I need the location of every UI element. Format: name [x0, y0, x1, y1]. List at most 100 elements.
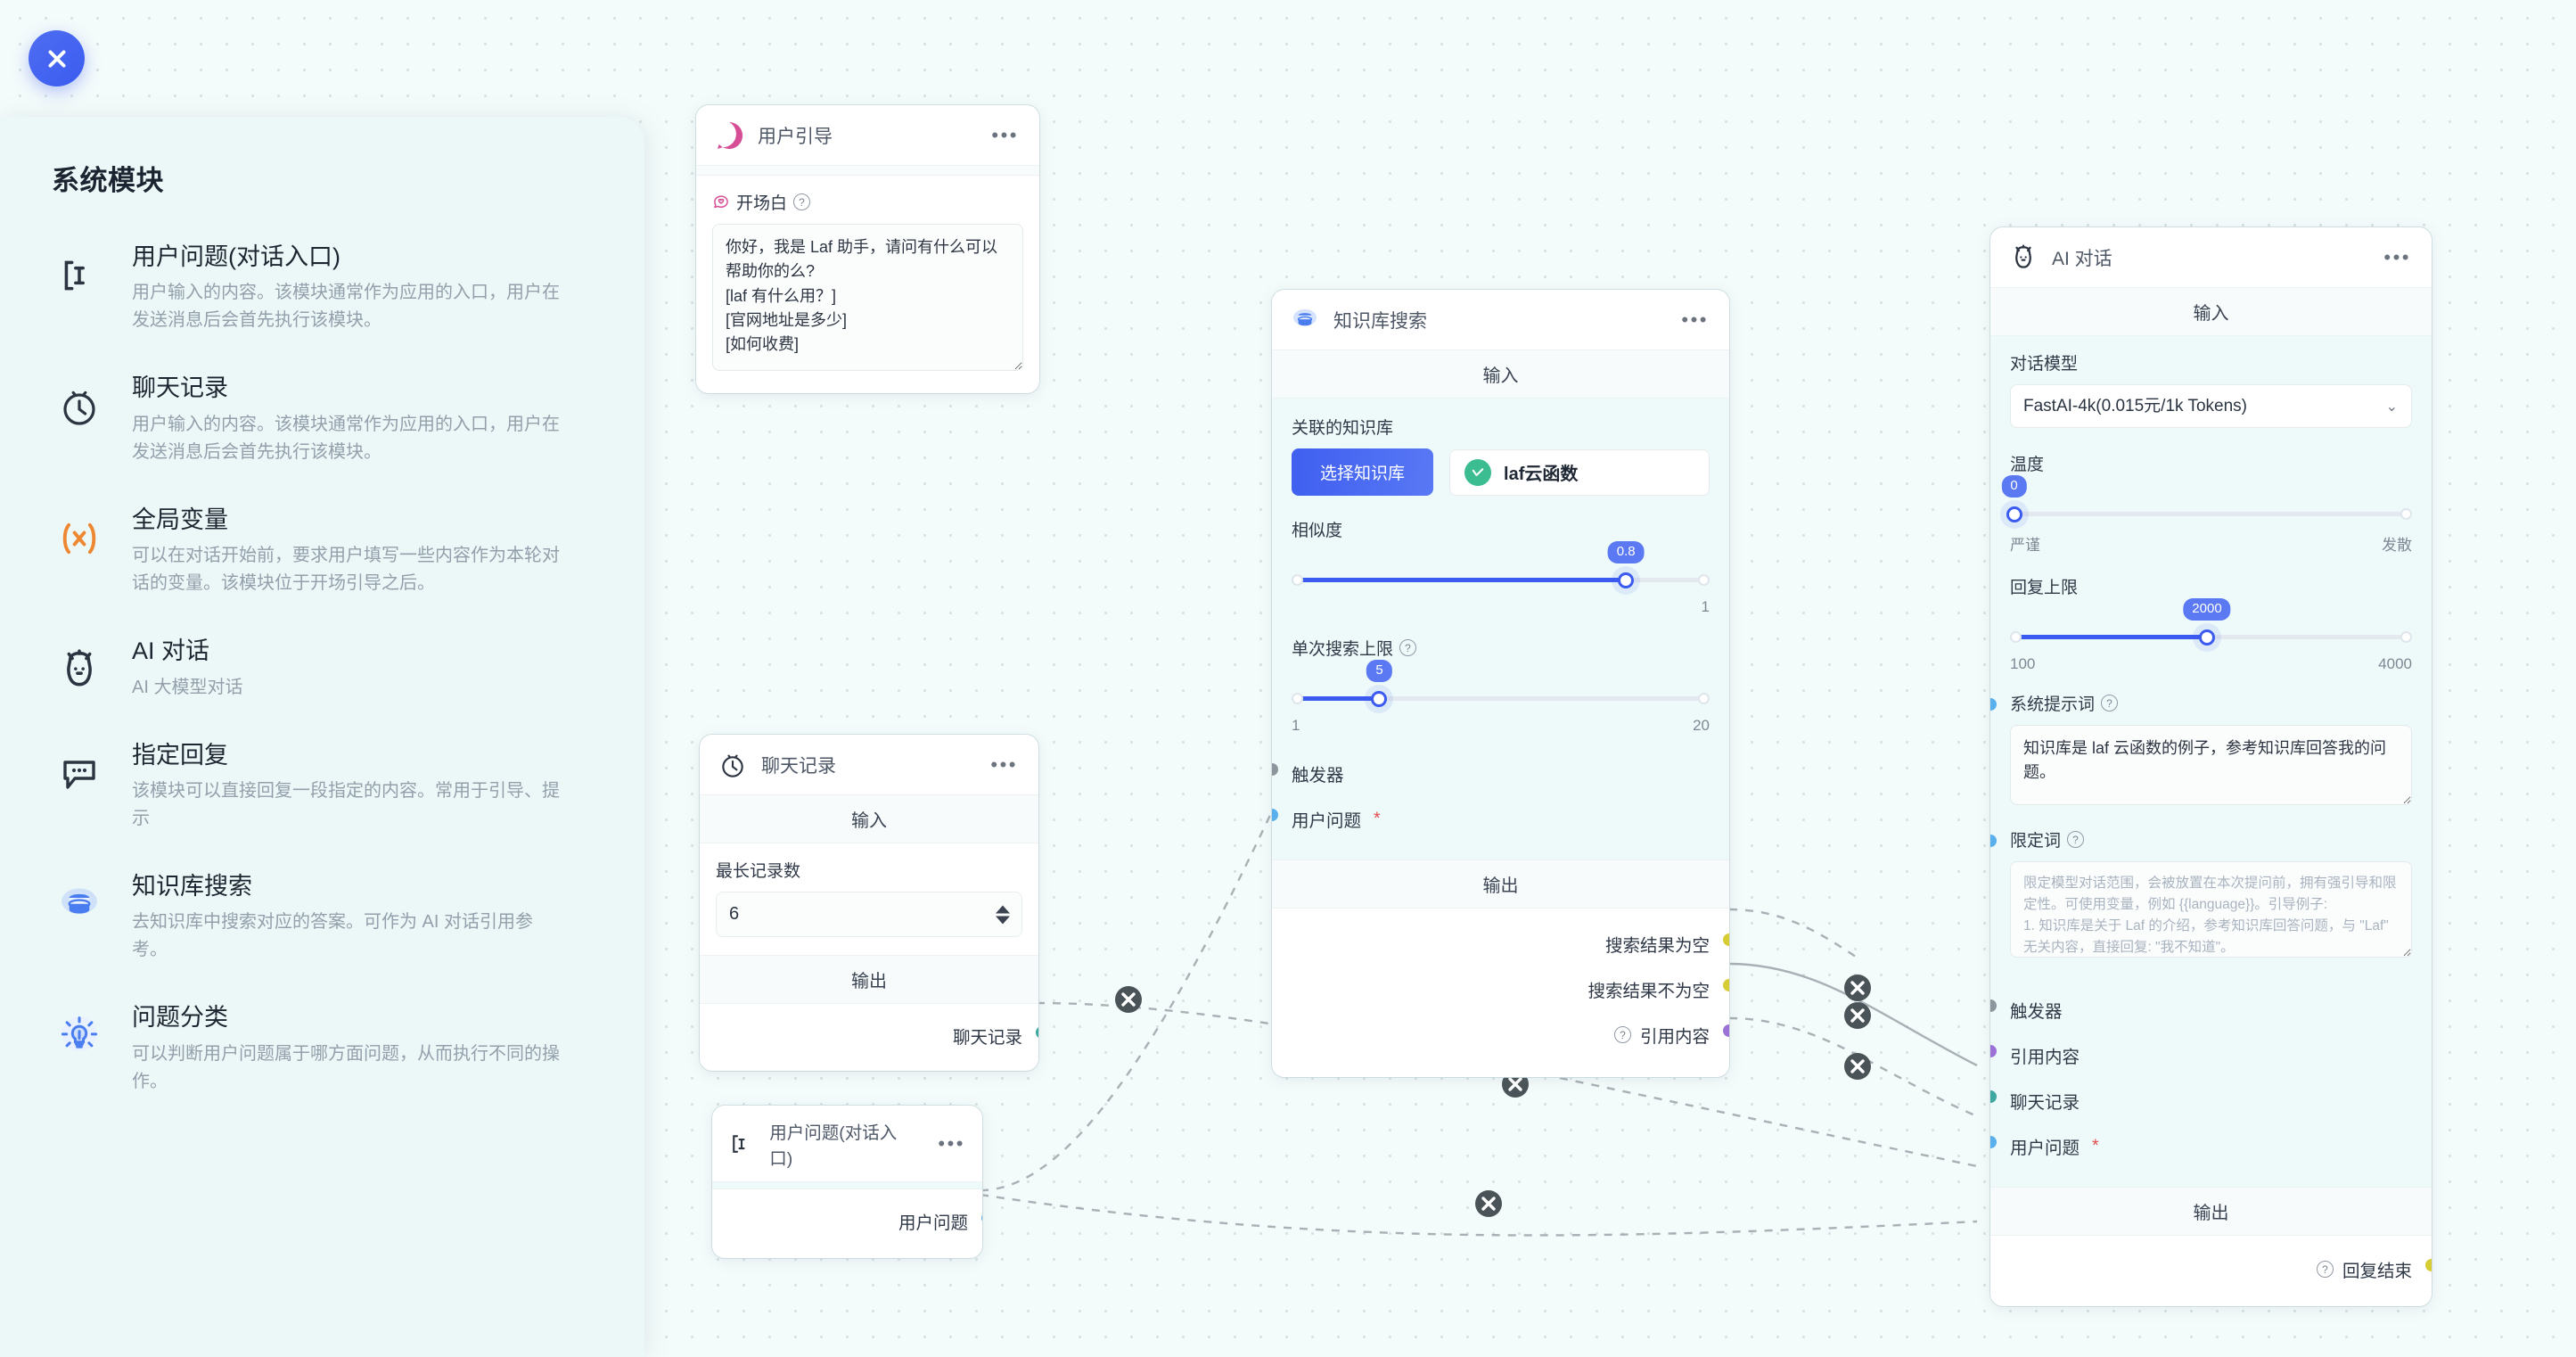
output-port-row[interactable]: 搜索结果为空 [1292, 921, 1729, 966]
sidebar-item-specified-reply[interactable]: 指定回复 该模块可以直接回复一段指定的内容。常用于引导、提示 [52, 739, 598, 833]
input-port-row[interactable]: 触发器 [1272, 751, 1710, 796]
node-menu-button[interactable]: ••• [2383, 246, 2411, 268]
opening-statement-label: 开场白 ? [712, 190, 1023, 214]
port-dot-quote[interactable] [1723, 1024, 1729, 1037]
max-records-input[interactable] [716, 892, 1022, 937]
qualifier-textarea[interactable] [2010, 861, 2412, 958]
temperature-field: 温度 0 严谨 发散 [1990, 437, 2432, 558]
node-user-guide[interactable]: Hi 用户引导 ••• 开场白 ? [696, 105, 1039, 393]
node-body: 最长记录数 [700, 843, 1038, 955]
required-marker: * [1374, 809, 1381, 828]
node-chat-history[interactable]: 聊天记录 ••• 输入 最长记录数 输出 聊天记录 [700, 735, 1038, 1071]
slider-knob[interactable] [1371, 691, 1388, 707]
sidebar-item-desc: 该模块可以直接回复一段指定的内容。常用于引导、提示 [132, 780, 560, 828]
help-icon[interactable]: ? [793, 193, 811, 210]
laf-logo-icon [1464, 458, 1492, 486]
sidebar-item-user-question[interactable]: 用户问题(对话入口) 用户输入的内容。该模块通常作为应用的入口，用户在发送消息后… [52, 241, 598, 334]
output-port-row[interactable]: ? 引用内容 [1292, 1012, 1729, 1057]
input-port-row[interactable]: 用户问题* [1990, 1123, 2412, 1169]
sidebar-item-desc: 去知识库中搜索对应的答案。可作为 AI 对话引用参考。 [132, 912, 534, 960]
system-prompt-textarea[interactable] [2010, 725, 2412, 805]
database-icon [52, 877, 107, 933]
port-label: 触发器 [1292, 766, 1344, 785]
similarity-label: 相似度 [1292, 522, 1343, 540]
input-port-row[interactable]: 引用内容 [1990, 1032, 2412, 1078]
input-port-row[interactable]: 聊天记录 [1990, 1078, 2412, 1123]
port-dot-chat-history[interactable] [1990, 1090, 1997, 1103]
similarity-field: 相似度 0.8 1 [1272, 501, 1729, 620]
node-header[interactable]: 用户问题(对话入口) ••• [712, 1106, 982, 1181]
help-icon[interactable]: ? [2101, 695, 2119, 711]
output-port-row[interactable]: ? 回复结束 [2010, 1246, 2432, 1292]
node-user-question[interactable]: 用户问题(对话入口) ••• 用户问题 [712, 1106, 982, 1258]
port-dot-system-prompt[interactable] [1990, 698, 1997, 711]
node-header[interactable]: 聊天记录 ••• [700, 735, 1038, 794]
port-dot-qualifier[interactable] [1990, 835, 1997, 847]
text-input-icon [726, 1129, 756, 1159]
node-menu-button[interactable]: ••• [938, 1132, 965, 1155]
node-menu-button[interactable]: ••• [991, 124, 1019, 146]
port-dot-chat-history[interactable] [1036, 1026, 1038, 1039]
port-dot-quote[interactable] [1990, 1045, 1997, 1057]
output-port-row[interactable]: 用户问题 [726, 1198, 982, 1244]
chat-bubble-icon [52, 746, 107, 802]
model-field: 对话模型 FastAI-4k(0.015元/1k Tokens) ⌄ [1990, 336, 2432, 437]
output-port-row[interactable]: 聊天记录 [716, 1013, 1038, 1058]
sidebar-item-title: 聊天记录 [132, 374, 228, 402]
port-dot-user-question[interactable] [981, 1212, 982, 1224]
sidebar-item-chat-history[interactable]: 聊天记录 用户输入的内容。该模块通常作为应用的入口，用户在发送消息后会首先执行该… [52, 372, 598, 465]
port-dot-trigger[interactable] [1272, 763, 1278, 776]
help-icon[interactable]: ? [2316, 1261, 2334, 1278]
input-port-row[interactable]: 触发器 [1990, 987, 2412, 1032]
max-tokens-slider[interactable]: 2000 [2010, 598, 2412, 652]
opening-statement-textarea[interactable] [712, 224, 1023, 371]
port-dot-reply-finish[interactable] [2425, 1259, 2432, 1271]
sidebar-item-kb-search[interactable]: 知识库搜索 去知识库中搜索对应的答案。可作为 AI 对话引用参考。 [52, 870, 598, 964]
limit-slider[interactable]: 5 [1292, 660, 1710, 713]
slider-value-badge: 0 [2001, 475, 2027, 498]
sidebar-item-ai-chat[interactable]: AI 对话 AI 大模型对话 [52, 635, 598, 701]
stepper-up-icon[interactable] [996, 905, 1010, 913]
max-records-stepper[interactable] [716, 892, 1022, 937]
node-menu-button[interactable]: ••• [990, 753, 1018, 776]
sidebar-item-desc: AI 大模型对话 [132, 677, 243, 697]
output-port-row[interactable]: 搜索结果不为空 [1292, 966, 1729, 1012]
help-icon[interactable]: ? [1613, 1026, 1631, 1043]
slider-knob[interactable] [2006, 506, 2022, 522]
sidebar-item-desc: 可以在对话开始前，要求用户填写一些内容作为本轮对话的变量。该模块位于开场引导之后… [132, 546, 560, 594]
sidebar-item-global-variable[interactable]: 全局变量 可以在对话开始前，要求用户填写一些内容作为本轮对话的变量。该模块位于开… [52, 504, 598, 597]
port-label: 用户问题 [898, 1213, 968, 1233]
node-divider [696, 165, 1039, 176]
node-ai-chat[interactable]: AI 对话 ••• 输入 对话模型 FastAI-4k(0.015元/1k To… [1990, 227, 2432, 1306]
port-dot-empty-result[interactable] [1723, 933, 1729, 946]
stepper-down-icon[interactable] [996, 916, 1010, 924]
node-header[interactable]: Hi 用户引导 ••• [696, 105, 1039, 165]
node-menu-button[interactable]: ••• [1681, 308, 1709, 331]
port-dot-not-empty-result[interactable] [1723, 979, 1729, 991]
model-label: 对话模型 [2010, 355, 2079, 374]
port-dot-trigger[interactable] [1990, 999, 1997, 1012]
sidebar-item-question-classify[interactable]: 问题分类 可以判断用户问题属于哪方面问题，从而执行不同的操作。 [52, 1001, 598, 1095]
max-tokens-label: 回复上限 [2010, 579, 2079, 597]
temperature-slider[interactable]: 0 [2001, 475, 2412, 529]
select-kb-button[interactable]: 选择知识库 [1292, 448, 1434, 496]
similarity-slider[interactable]: 0.8 [1292, 541, 1710, 595]
close-button[interactable] [29, 30, 85, 86]
help-icon[interactable]: ? [1399, 639, 1417, 656]
help-icon[interactable]: ? [2067, 831, 2085, 848]
model-select[interactable]: FastAI-4k(0.015元/1k Tokens) [2010, 384, 2412, 428]
panel-title: 系统模块 [52, 165, 164, 196]
node-kb-search[interactable]: 知识库搜索 ••• 输入 关联的知识库 选择知识库 laf云函数 相似度 [1272, 290, 1729, 1077]
kb-chip[interactable]: laf云函数 [1449, 448, 1710, 496]
stepper-arrows[interactable] [996, 905, 1010, 924]
port-dot-user-question[interactable] [1272, 809, 1278, 821]
input-port-row[interactable]: 用户问题* [1272, 796, 1710, 842]
node-header[interactable]: AI 对话 ••• [1990, 227, 2432, 287]
slider-value-badge: 2000 [2183, 598, 2231, 621]
slider-knob[interactable] [1618, 572, 1635, 588]
node-header[interactable]: 知识库搜索 ••• [1272, 290, 1729, 350]
slider-knob[interactable] [2198, 629, 2215, 646]
port-dot-user-question[interactable] [1990, 1136, 1997, 1148]
output-section-label: 输出 [1272, 859, 1729, 909]
model-select-wrap[interactable]: FastAI-4k(0.015元/1k Tokens) ⌄ [2010, 384, 2412, 428]
